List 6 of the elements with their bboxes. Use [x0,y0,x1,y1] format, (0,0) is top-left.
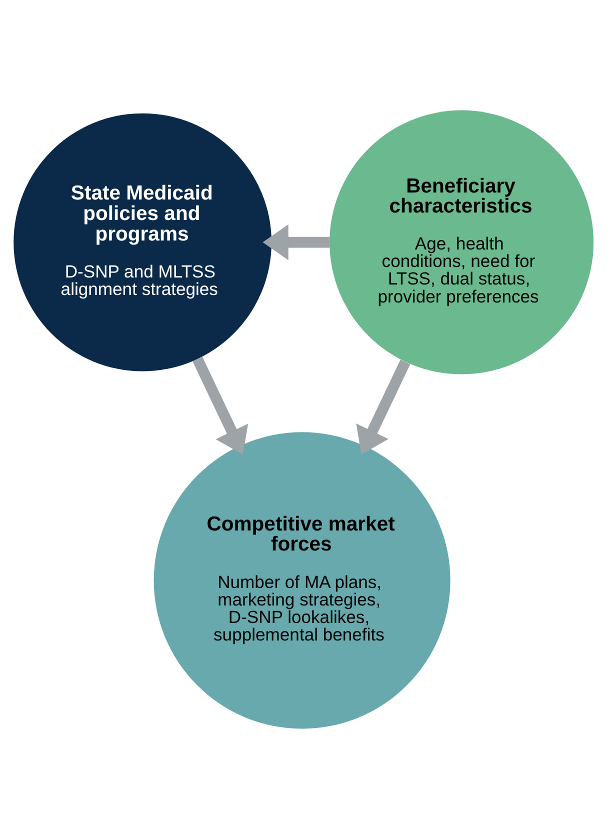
arrow [262,224,330,260]
node-circle: Competitive market forces Number of MA plans, marketing strategies, D-SNP lookalikes, supplemental benefits [154,432,450,729]
arrow [192,356,248,455]
node-circle: Beneficiary characteristics Age, health conditions, need for LTSS, dual status, provider preferences [330,110,594,374]
node-circle: State Medicaid policies and programs D-SNP and MLTSS alignment strategies [14,113,272,372]
arrow [356,360,410,454]
